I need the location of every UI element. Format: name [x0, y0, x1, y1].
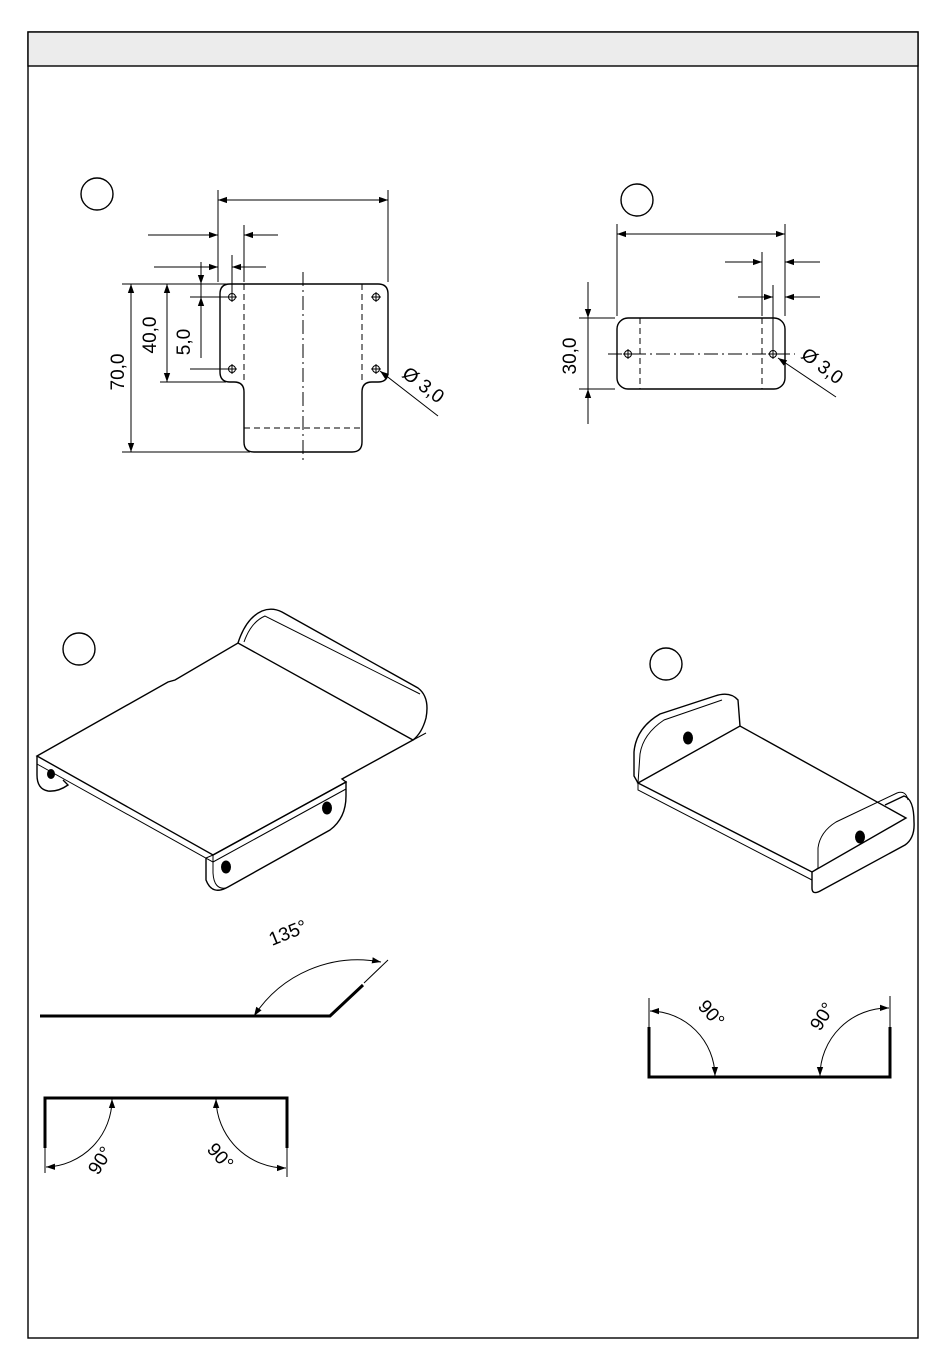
bend-profile-90-left: 90° 90°: [45, 1098, 287, 1179]
title-bar: [28, 32, 918, 66]
iso-front-flange: [812, 796, 914, 893]
dim-hole-dia-label: Ø 3,0: [797, 344, 847, 389]
iso-back-flange: [238, 609, 427, 740]
view-4-label-circle: [650, 648, 682, 680]
mounting-hole: [623, 349, 633, 359]
mounting-hole: [371, 364, 381, 374]
bend-angle-label-right: 90°: [806, 999, 839, 1034]
part-outline: [220, 284, 388, 452]
view-4-isometric: [634, 648, 914, 893]
view-2-label-circle: [621, 184, 653, 216]
iso-hole: [855, 831, 865, 844]
iso-hole: [683, 732, 693, 745]
iso-hole: [47, 769, 55, 779]
mounting-hole: [227, 292, 237, 302]
dim-height-label: 30,0: [560, 338, 581, 375]
dim-hole-inset-label: 5,0: [174, 329, 195, 355]
iso-hole: [322, 802, 332, 815]
view-3-label-circle: [63, 633, 95, 665]
mounting-hole: [768, 349, 778, 359]
view-2-flat-pattern: 30,0 Ø 3,0: [560, 184, 847, 424]
bend-angle-label-left: 90°: [693, 996, 728, 1031]
bend-profile-90-right: 90° 90°: [649, 996, 890, 1077]
bend-angle-label-right: 90°: [202, 1139, 237, 1174]
dim-height-upper-label: 40,0: [140, 317, 161, 354]
bend-angle-label: 135°: [266, 916, 310, 950]
dim-hole-dia-label: Ø 3,0: [398, 363, 448, 408]
mounting-hole: [227, 364, 237, 374]
iso-front-flange: [206, 782, 346, 890]
iso-plate: [37, 643, 413, 855]
bend-profile-135: 135°: [40, 916, 388, 1016]
view-1-label-circle: [81, 178, 113, 210]
view-1-flat-pattern: 70,0 40,0 5,0 Ø 3,0: [81, 178, 448, 464]
bend-angle-label-left: 90°: [84, 1143, 117, 1178]
dim-height-total-label: 70,0: [108, 354, 129, 391]
iso-plate: [638, 726, 906, 872]
view-3-isometric: [37, 609, 427, 890]
iso-hole: [221, 861, 231, 874]
mounting-hole: [371, 292, 381, 302]
